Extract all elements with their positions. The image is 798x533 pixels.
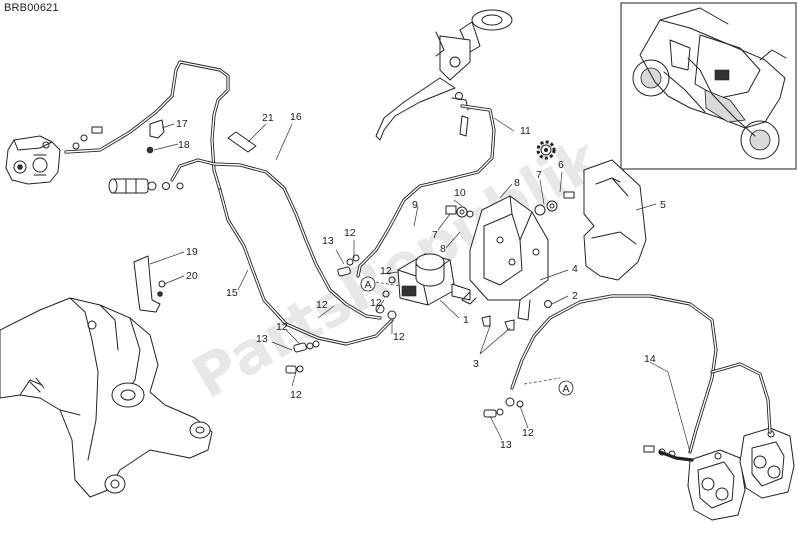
marker-label: A <box>364 279 371 291</box>
callout-4: 4 <box>572 263 578 275</box>
marker-label: A <box>562 383 569 395</box>
brake-hoses <box>64 60 772 462</box>
abs-control-unit <box>375 253 471 320</box>
callout-7-left: 7 <box>432 229 438 241</box>
callout-13-left: 13 <box>256 333 268 345</box>
callout-1: 1 <box>463 314 469 326</box>
callout-18: 18 <box>178 139 190 151</box>
callout-17: 17 <box>176 118 188 130</box>
callout-14: 14 <box>644 353 656 365</box>
hardware-fasteners <box>72 119 676 458</box>
callout-9: 9 <box>412 199 418 211</box>
callout-13-upper: 13 <box>322 235 334 247</box>
diagram-code: BRB00621 <box>4 2 59 14</box>
rear-master-cylinder <box>108 178 184 194</box>
callout-15: 15 <box>226 287 238 299</box>
inset-motorcycle-view <box>620 2 797 170</box>
callout-2: 2 <box>572 290 578 302</box>
callout-12-abs-lower: 12 <box>370 297 382 309</box>
callout-5: 5 <box>660 199 666 211</box>
leader-lines <box>149 117 691 453</box>
callout-13-bottom: 13 <box>500 439 512 451</box>
section-marker-a1: A <box>360 276 376 292</box>
callout-21: 21 <box>262 112 274 124</box>
callout-labels: 1 2 3 4 5 6 7 7 8 8 9 10 11 12 12 12 12 … <box>176 111 666 451</box>
callout-12-bottom: 12 <box>522 427 534 439</box>
callout-10: 10 <box>454 187 466 199</box>
callout-16: 16 <box>290 111 302 123</box>
callout-12-left: 12 <box>276 321 288 333</box>
abs-bracket <box>461 195 549 331</box>
callout-12-abs-bottom: 12 <box>393 331 405 343</box>
rear-brake-caliper <box>5 135 61 185</box>
frame-swingarm <box>0 297 213 498</box>
callout-12-upper: 12 <box>344 227 356 239</box>
callout-12-abs-left: 12 <box>380 265 392 277</box>
section-marker-a2: A <box>558 380 574 396</box>
callout-12-mid: 12 <box>316 299 328 311</box>
front-master-cylinder <box>375 9 513 141</box>
callout-7-right: 7 <box>536 169 542 181</box>
callout-20: 20 <box>186 270 198 282</box>
callout-8-upper: 8 <box>514 177 520 189</box>
abs-cover <box>583 159 647 281</box>
callout-8-lower: 8 <box>440 243 446 255</box>
motorcycle-icon <box>632 7 787 160</box>
callout-19: 19 <box>186 246 198 258</box>
callout-12-lowest: 12 <box>290 389 302 401</box>
callout-3: 3 <box>473 358 479 370</box>
callout-11: 11 <box>520 125 531 137</box>
gear-icon <box>536 140 556 160</box>
callout-6: 6 <box>558 159 564 171</box>
front-brake-calipers <box>687 427 795 521</box>
